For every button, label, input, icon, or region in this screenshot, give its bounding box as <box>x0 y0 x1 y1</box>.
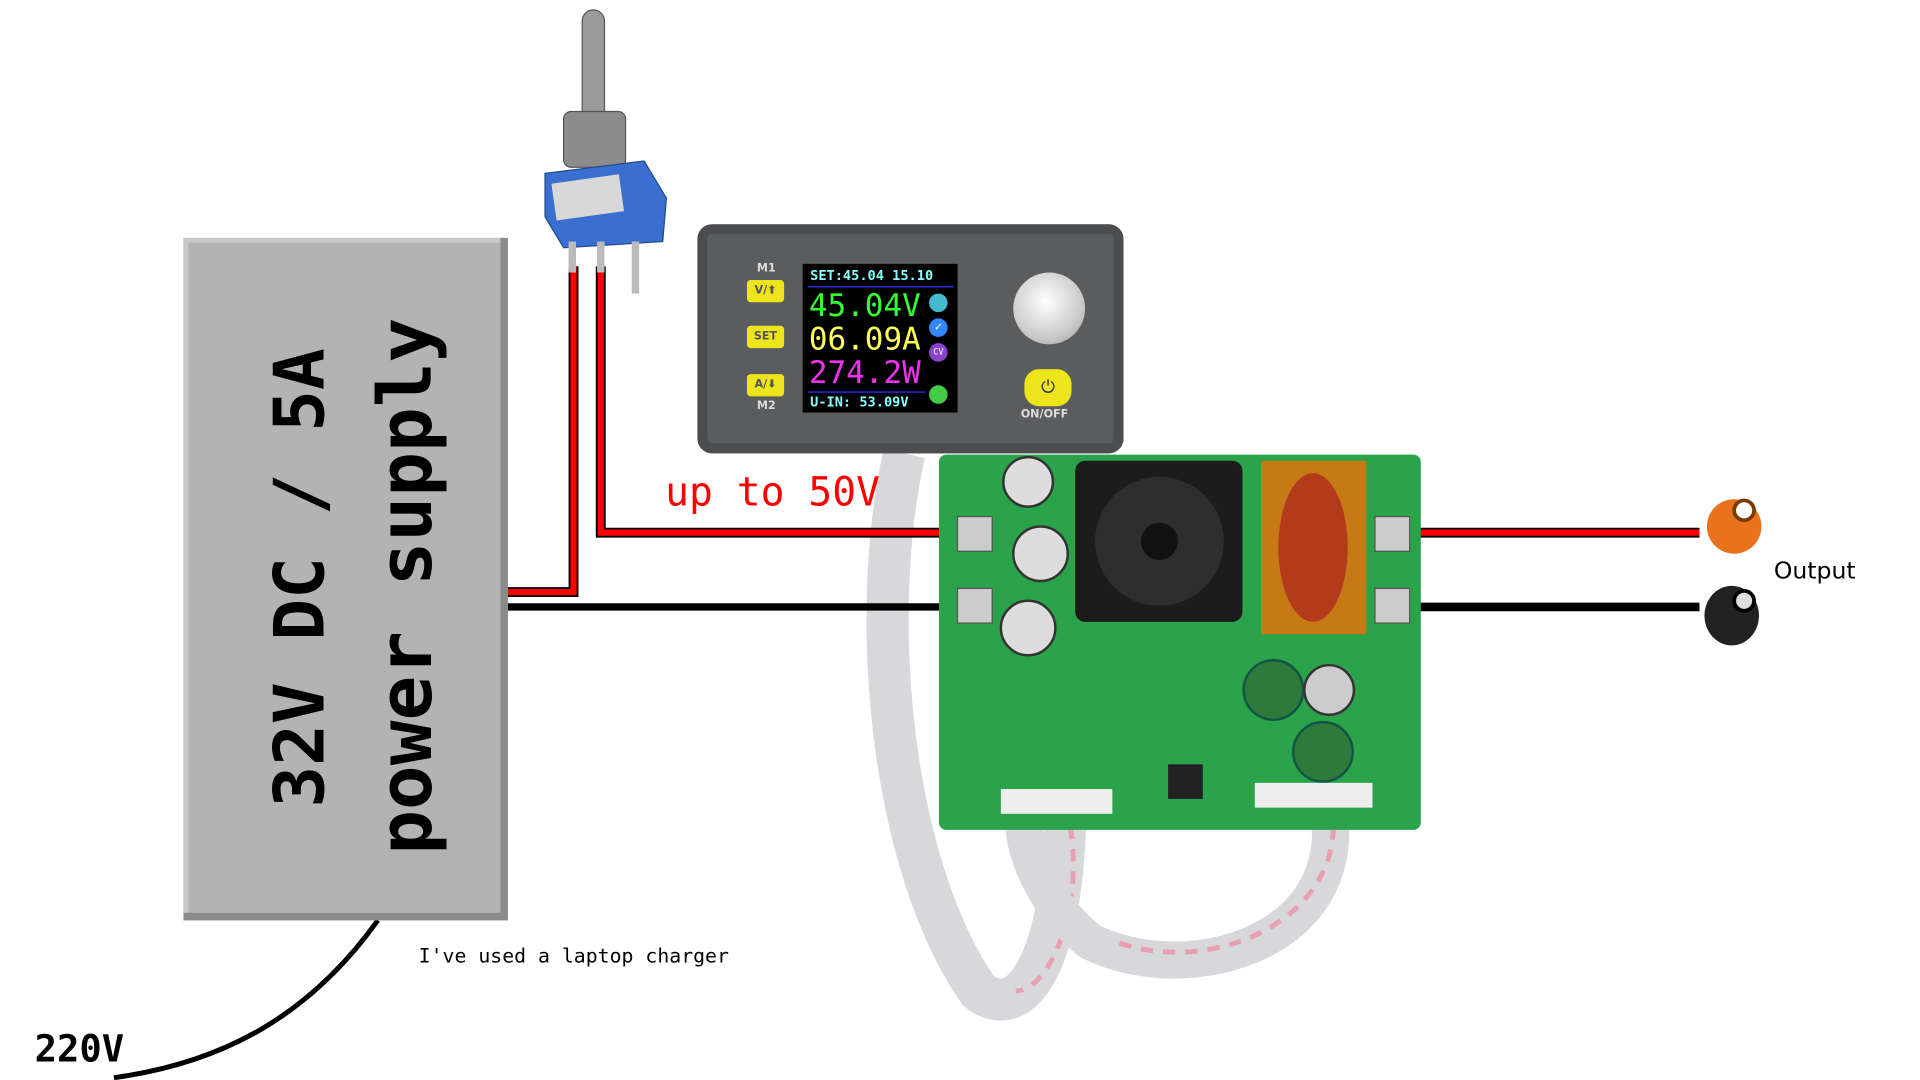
ribbon-cable <box>1005 788 1350 979</box>
on-off-label: ON/OFF <box>1020 408 1069 422</box>
power-icon <box>929 385 948 404</box>
lcd-current: 06.09A <box>808 320 921 357</box>
red-wire-psu-to-switch <box>507 266 577 596</box>
mains-voltage-label: 220V <box>34 1028 125 1072</box>
lcd-screen: SET:45.04 15.10 45.04V 06.09A 274.2W U-I… <box>802 263 958 413</box>
converter-pcb <box>938 454 1421 830</box>
check-icon: ✓ <box>929 318 948 337</box>
output-terminal-positive[interactable] <box>1706 498 1762 554</box>
note-label: I've used a laptop charger <box>418 943 729 968</box>
lcd-set-line: SET:45.04 15.10 <box>810 267 934 284</box>
pcb-components <box>956 455 1411 814</box>
output-terminal-negative[interactable] <box>1704 585 1759 646</box>
set-button[interactable]: SET <box>746 325 785 349</box>
psu-name-label: power supply <box>362 317 450 855</box>
on-off-button[interactable]: ⏻ <box>1024 369 1072 407</box>
input-voltage-label: up to 50V <box>665 468 880 516</box>
psu-rating-label: 32V DC / 5A <box>260 348 341 808</box>
adjust-knob[interactable] <box>1013 272 1086 345</box>
red-wire-switch-to-module <box>597 266 973 536</box>
unlock-icon <box>929 293 948 313</box>
mains-cable <box>113 918 380 1080</box>
lcd-input-voltage: U-IN: 53.09V <box>810 393 909 411</box>
m2-label: M2 <box>756 400 776 413</box>
lcd-power: 274.2W <box>808 354 921 391</box>
voltage-up-button[interactable]: V/⬆ <box>746 279 785 303</box>
lcd-voltage: 45.04V <box>808 287 921 324</box>
power-supply: 32V DC / 5A power supply <box>183 237 508 921</box>
ribbon-stripe <box>1015 804 1076 994</box>
output-label: Output <box>1773 557 1856 585</box>
m1-label: M1 <box>756 262 776 275</box>
current-down-button[interactable]: A/⬇ <box>746 374 785 397</box>
cv-mode-icon: CV <box>929 343 948 362</box>
toggle-switch[interactable] <box>544 9 668 294</box>
